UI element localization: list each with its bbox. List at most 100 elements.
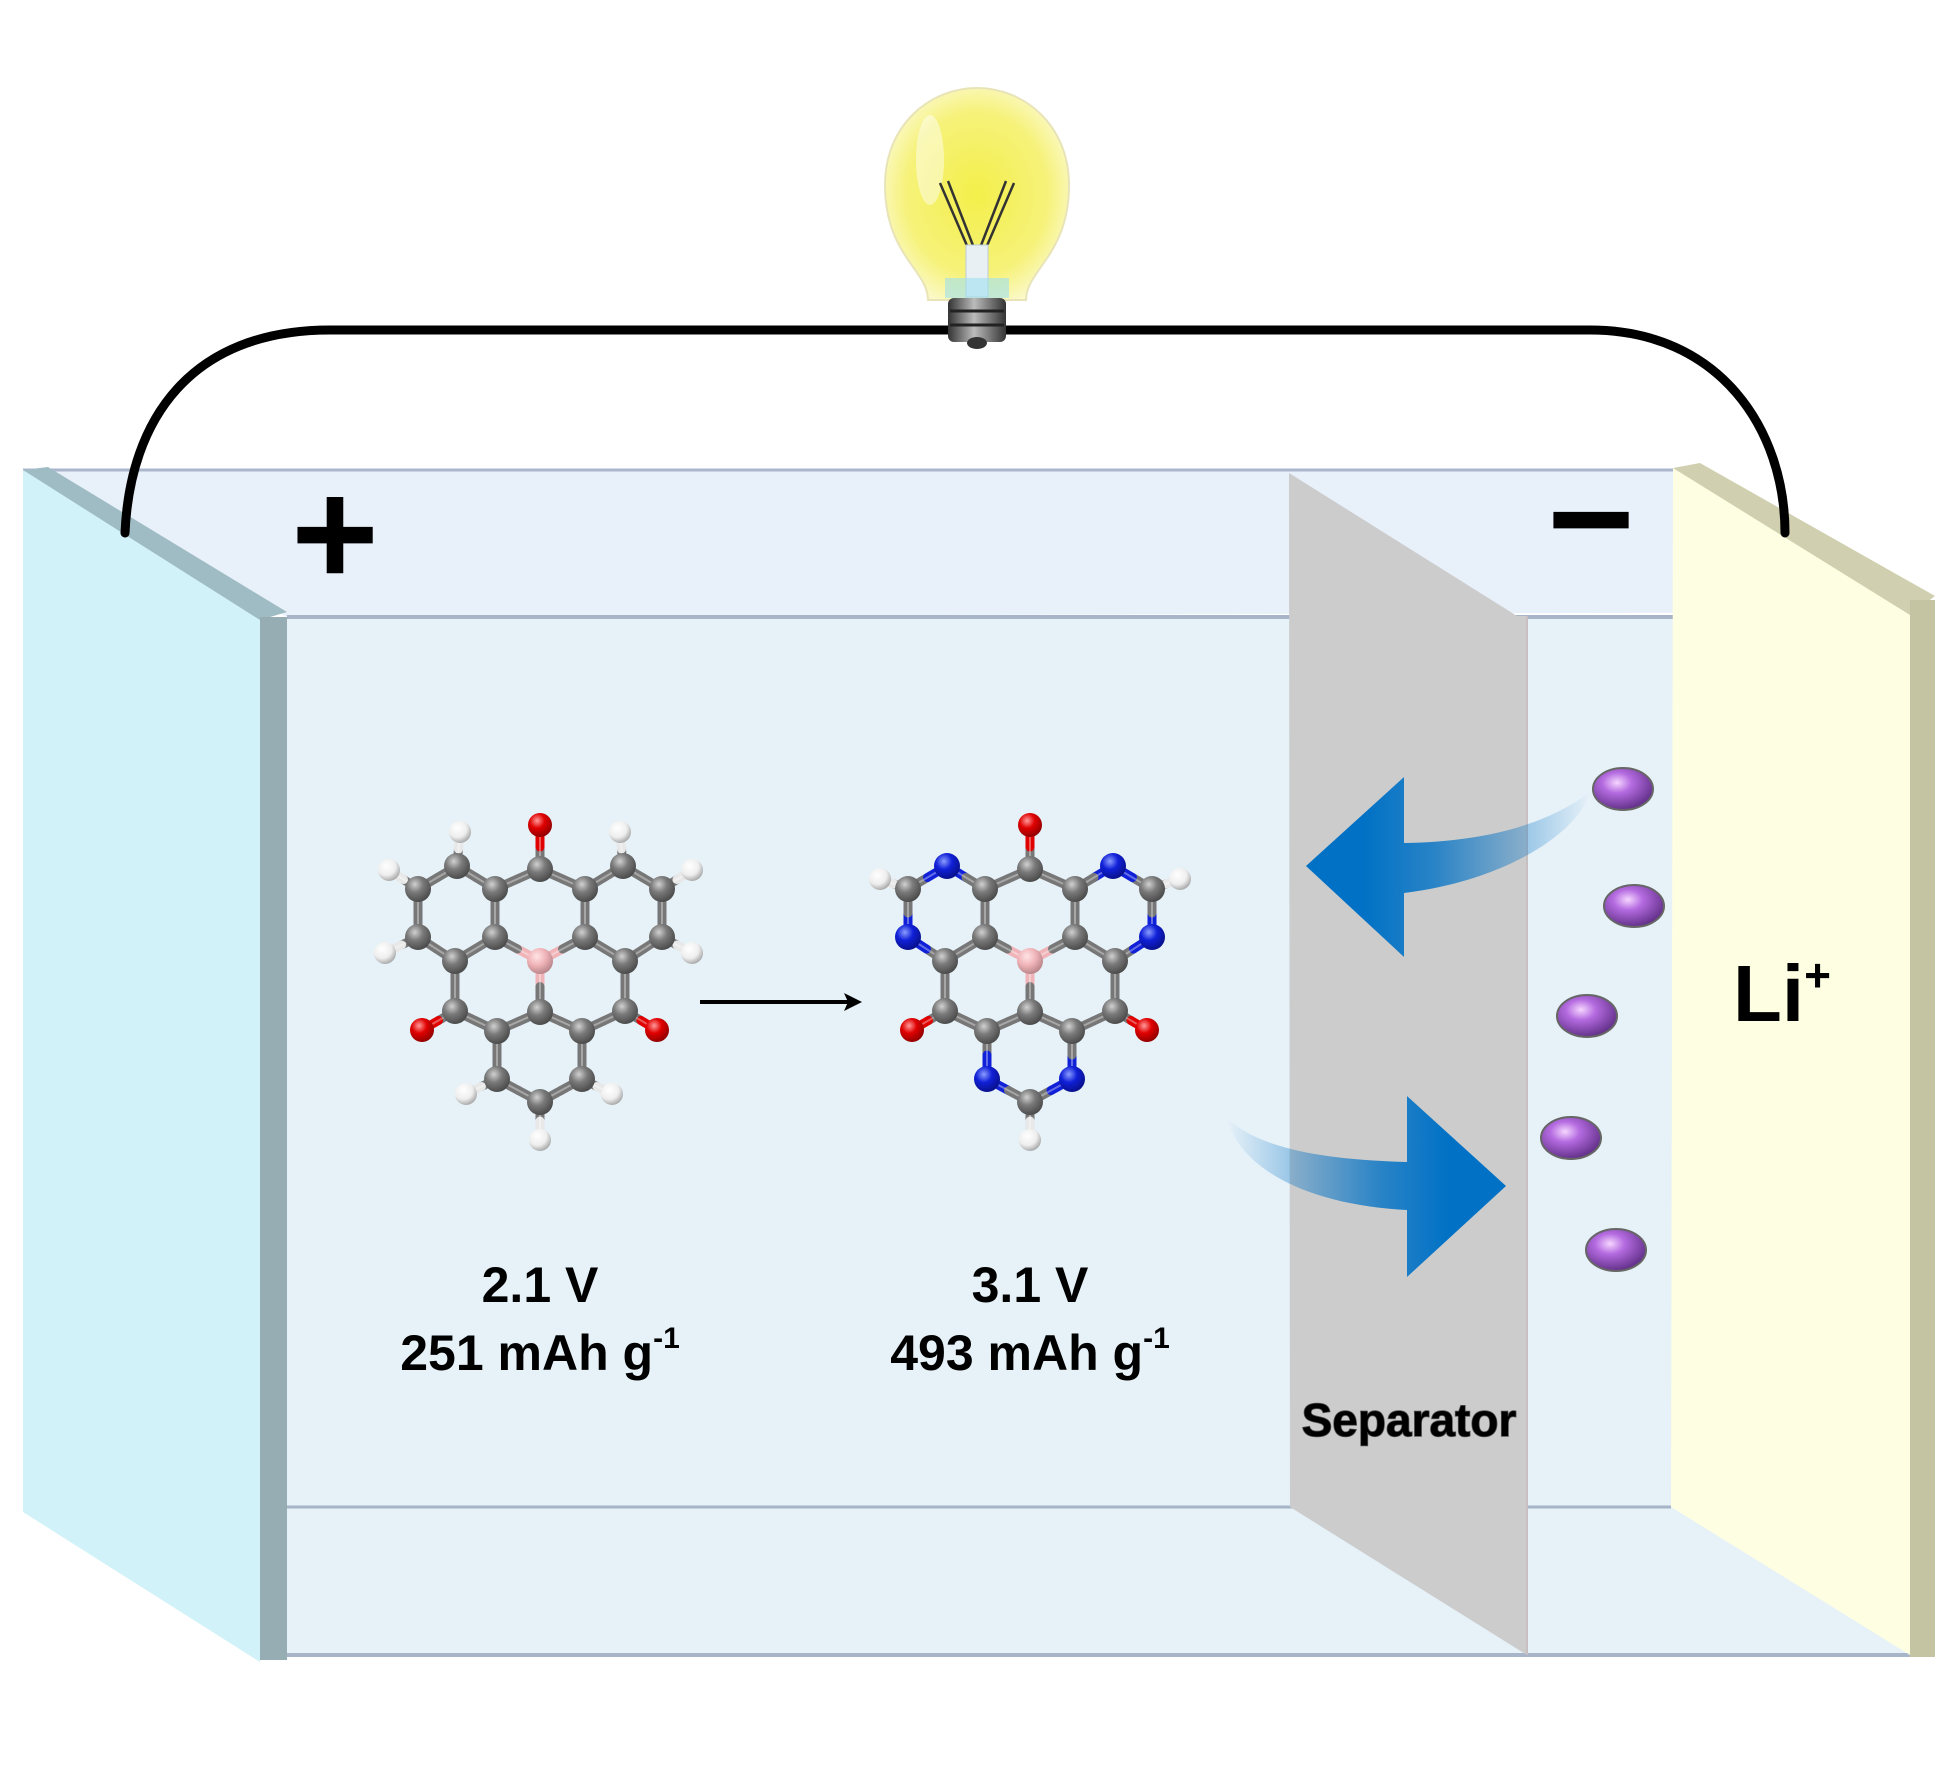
hydrogen-atom: [601, 1083, 623, 1105]
carbon-atom: [569, 1066, 595, 1092]
cathode-electrode: [23, 467, 287, 1662]
carbon-atom: [895, 876, 921, 902]
carbon-atom: [932, 998, 958, 1024]
hydrogen-atom: [455, 1083, 477, 1105]
anode-electrode: Li+: [1671, 463, 1935, 1657]
carbon-atom: [932, 948, 958, 974]
carbon-atom: [1017, 856, 1043, 882]
lithium-ion-label: Li+: [1733, 949, 1831, 1038]
hydrogen-atom: [529, 1129, 551, 1151]
positive-terminal-sign: +: [291, 449, 379, 617]
molecule-parent: [374, 813, 703, 1151]
hydrogen-atom: [1169, 868, 1191, 890]
anode-panel: [1671, 468, 1910, 1655]
boron-atom: [1017, 948, 1043, 974]
parent-capacity-value: 251 mAh g: [400, 1325, 653, 1381]
carbon-atom: [972, 924, 998, 950]
carbon-atom: [444, 853, 470, 879]
li-charge: +: [1804, 949, 1831, 1001]
hydrogen-atom: [681, 942, 703, 964]
carbon-atom: [527, 999, 553, 1025]
oxygen-atom: [1018, 813, 1042, 837]
oxygen-atom: [1135, 1018, 1159, 1042]
hydrogen-atom: [374, 942, 396, 964]
carbon-atom: [1059, 1018, 1085, 1044]
reaction-arrow-head: [844, 993, 862, 1011]
reaction-arrow: [700, 993, 862, 1011]
aza-voltage: 3.1 V: [972, 1257, 1089, 1313]
nitrogen-atom: [1100, 853, 1126, 879]
oxygen-atom: [645, 1018, 669, 1042]
hydrogen-atom: [378, 859, 400, 881]
aza-capacity-value: 493 mAh g: [890, 1325, 1143, 1381]
lithium-ion: [1603, 884, 1665, 928]
nitrogen-atom: [1059, 1066, 1085, 1092]
lithium-ion: [1585, 1228, 1647, 1272]
nitrogen-atom: [895, 924, 921, 950]
bulb-glass: [883, 86, 1071, 301]
carbon-atom: [569, 1018, 595, 1044]
carbon-atom: [1017, 999, 1043, 1025]
li-symbol: Li: [1733, 949, 1804, 1038]
cathode-panel: [23, 470, 260, 1662]
carbon-atom: [572, 876, 598, 902]
carbon-atom: [484, 1018, 510, 1044]
bulb-filament: [938, 180, 1016, 249]
parent-capacity-exp: -1: [653, 1322, 680, 1355]
nitrogen-atom: [974, 1066, 1000, 1092]
nitrogen-atom: [934, 853, 960, 879]
carbon-atom: [1062, 924, 1088, 950]
carbon-atom: [1017, 1089, 1043, 1115]
carbon-atom: [405, 876, 431, 902]
lithium-ion: [1592, 767, 1654, 811]
carbon-atom: [1102, 948, 1128, 974]
bulb-neck: [945, 278, 1009, 298]
hydrogen-atom: [869, 868, 891, 890]
ion-flow-right-arrow: [1227, 1096, 1506, 1277]
carbon-atom: [612, 948, 638, 974]
carbon-atom: [610, 853, 636, 879]
carbon-atom: [482, 924, 508, 950]
anode-top-edge: [1673, 463, 1935, 615]
lithium-ion: [1556, 994, 1618, 1038]
carbon-atom: [1062, 876, 1088, 902]
circuit-wire: [120, 325, 1790, 538]
light-bulb-icon: [883, 86, 1071, 349]
negative-terminal-sign: −: [1547, 434, 1635, 602]
bulb-tip: [967, 337, 987, 349]
carbon-atom: [482, 876, 508, 902]
nitrogen-atom: [1139, 924, 1165, 950]
cathode-top-edge: [23, 467, 287, 620]
electrolyte-container: [23, 468, 1935, 1657]
ion-flow-left-arrow: [1306, 777, 1590, 957]
boron-atom: [527, 948, 553, 974]
carbon-atom: [442, 948, 468, 974]
carbon-atom: [572, 924, 598, 950]
parent-voltage: 2.1 V: [482, 1257, 599, 1313]
carbon-atom: [1139, 876, 1165, 902]
carbon-atom: [1102, 998, 1128, 1024]
carbon-atom: [649, 876, 675, 902]
carbon-atom: [527, 1089, 553, 1115]
hydrogen-atom: [609, 821, 631, 843]
carbon-atom: [612, 998, 638, 1024]
hydrogen-atom: [1019, 1129, 1041, 1151]
carbon-atom: [974, 1018, 1000, 1044]
aza-capacity-exp: -1: [1143, 1322, 1170, 1355]
carbon-atom: [527, 856, 553, 882]
lithium-ions: [1540, 767, 1665, 1272]
carbon-atom: [649, 924, 675, 950]
carbon-atom: [484, 1066, 510, 1092]
separator-membrane: [1289, 473, 1527, 1655]
oxygen-atom: [410, 1018, 434, 1042]
molecule-aza: [869, 813, 1191, 1151]
parent-capacity: 251 mAh g-1: [400, 1322, 680, 1381]
separator: Separator: [1289, 473, 1528, 1655]
aza-capacity: 493 mAh g-1: [890, 1322, 1170, 1381]
hydrogen-atom: [681, 859, 703, 881]
carbon-atom: [405, 924, 431, 950]
carbon-atom: [442, 998, 468, 1024]
bulb-base: [948, 298, 1006, 342]
oxygen-atom: [528, 813, 552, 837]
